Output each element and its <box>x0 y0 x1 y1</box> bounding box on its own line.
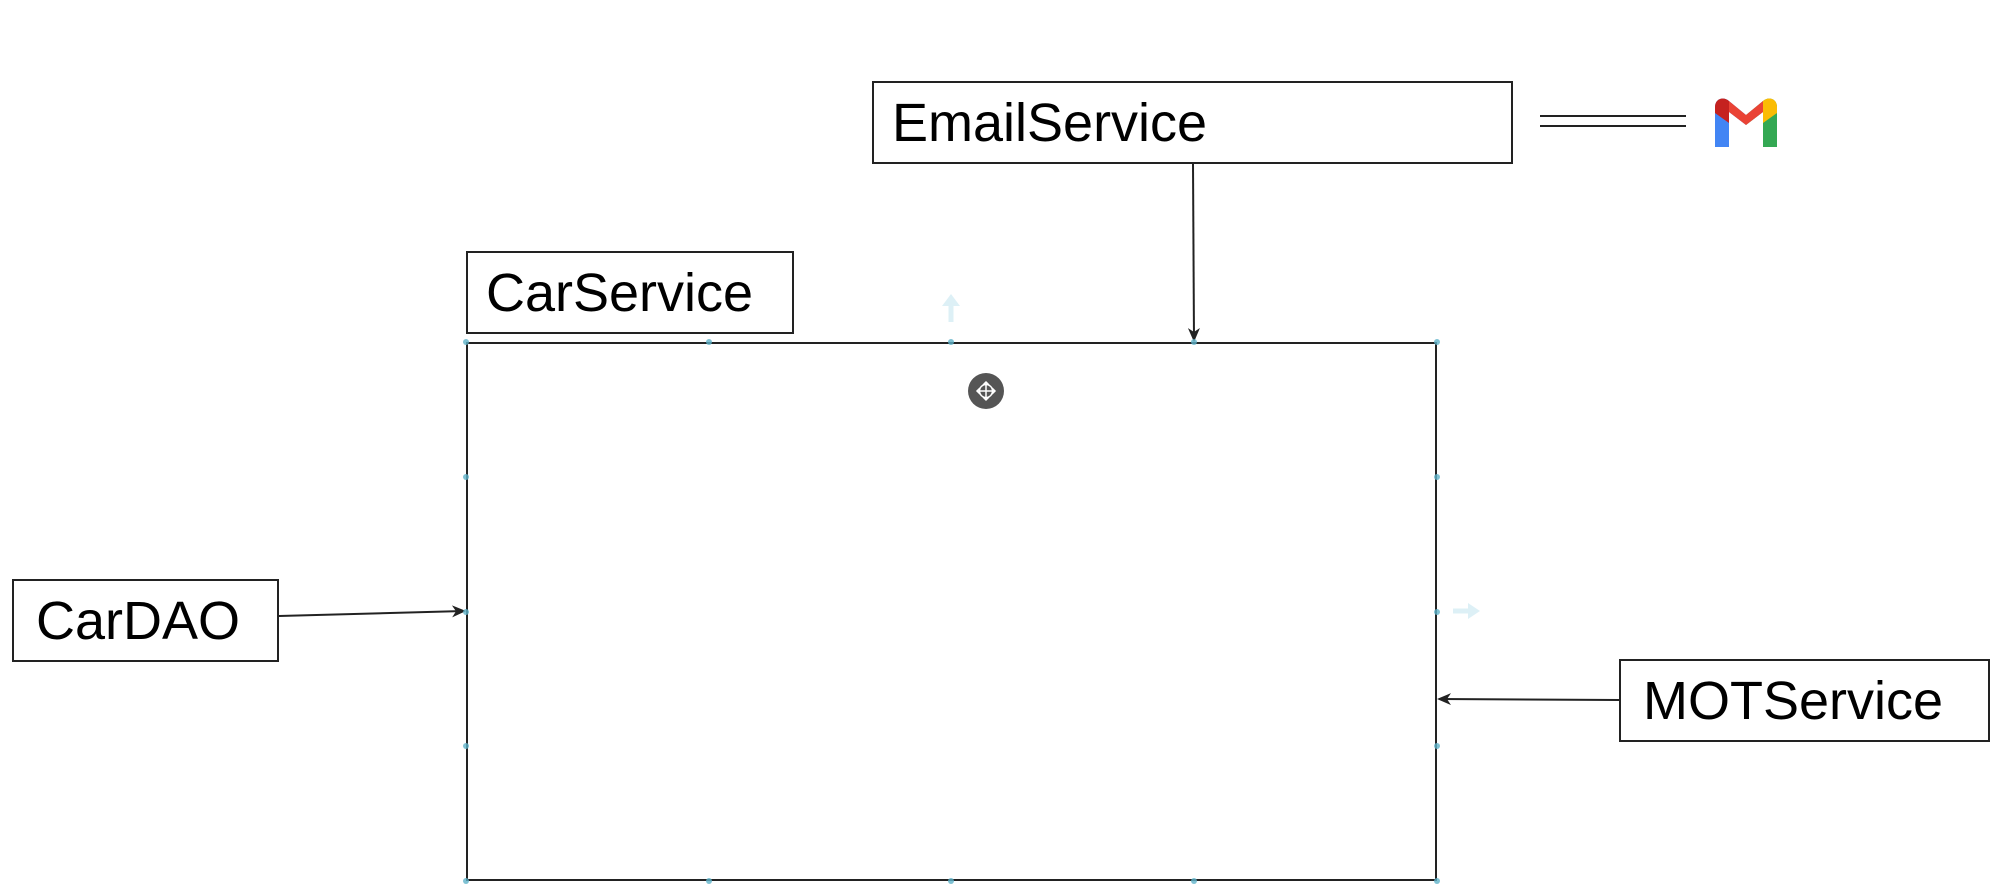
handle-left-2[interactable] <box>463 609 469 615</box>
handle-top-1[interactable] <box>706 339 712 345</box>
handle-bottom-2[interactable] <box>948 878 954 884</box>
gmail-icon <box>1715 98 1777 147</box>
selection-handles <box>463 339 1440 884</box>
car-dao-label: CarDAO <box>36 590 241 651</box>
mot-service-label: MOTService <box>1643 670 1944 731</box>
handle-left-1[interactable] <box>463 474 469 480</box>
hover-connect-arrow-right[interactable] <box>1453 603 1480 619</box>
car-service-node[interactable]: CarService <box>466 251 794 334</box>
car-dao-node[interactable]: CarDAO <box>12 579 279 662</box>
hover-connect-arrow-up[interactable] <box>942 294 960 322</box>
edge-mot-to-carservice[interactable] <box>1437 693 1620 706</box>
edge-email-to-carservice[interactable] <box>1187 163 1200 342</box>
move-cursor-icon <box>968 373 1004 409</box>
handle-bottom-left[interactable] <box>463 878 469 884</box>
handle-top-right[interactable] <box>1434 339 1440 345</box>
handle-top-2[interactable] <box>948 339 954 345</box>
edge-cardao-to-carservice[interactable] <box>278 605 466 618</box>
handle-top-left[interactable] <box>463 339 469 345</box>
handle-bottom-3[interactable] <box>1191 878 1197 884</box>
handle-right-1[interactable] <box>1434 474 1440 480</box>
handle-bottom-right[interactable] <box>1434 878 1440 884</box>
car-service-label: CarService <box>486 262 754 323</box>
edge-email-to-gmail[interactable] <box>1540 115 1686 127</box>
email-service-label: EmailService <box>892 92 1208 153</box>
email-service-node[interactable]: EmailService <box>872 81 1513 164</box>
handle-right-2[interactable] <box>1434 609 1440 615</box>
handle-bottom-1[interactable] <box>706 878 712 884</box>
handle-left-3[interactable] <box>463 743 469 749</box>
mot-service-node[interactable]: MOTService <box>1619 659 1990 742</box>
handle-top-3[interactable] <box>1191 339 1197 345</box>
handle-right-3[interactable] <box>1434 743 1440 749</box>
